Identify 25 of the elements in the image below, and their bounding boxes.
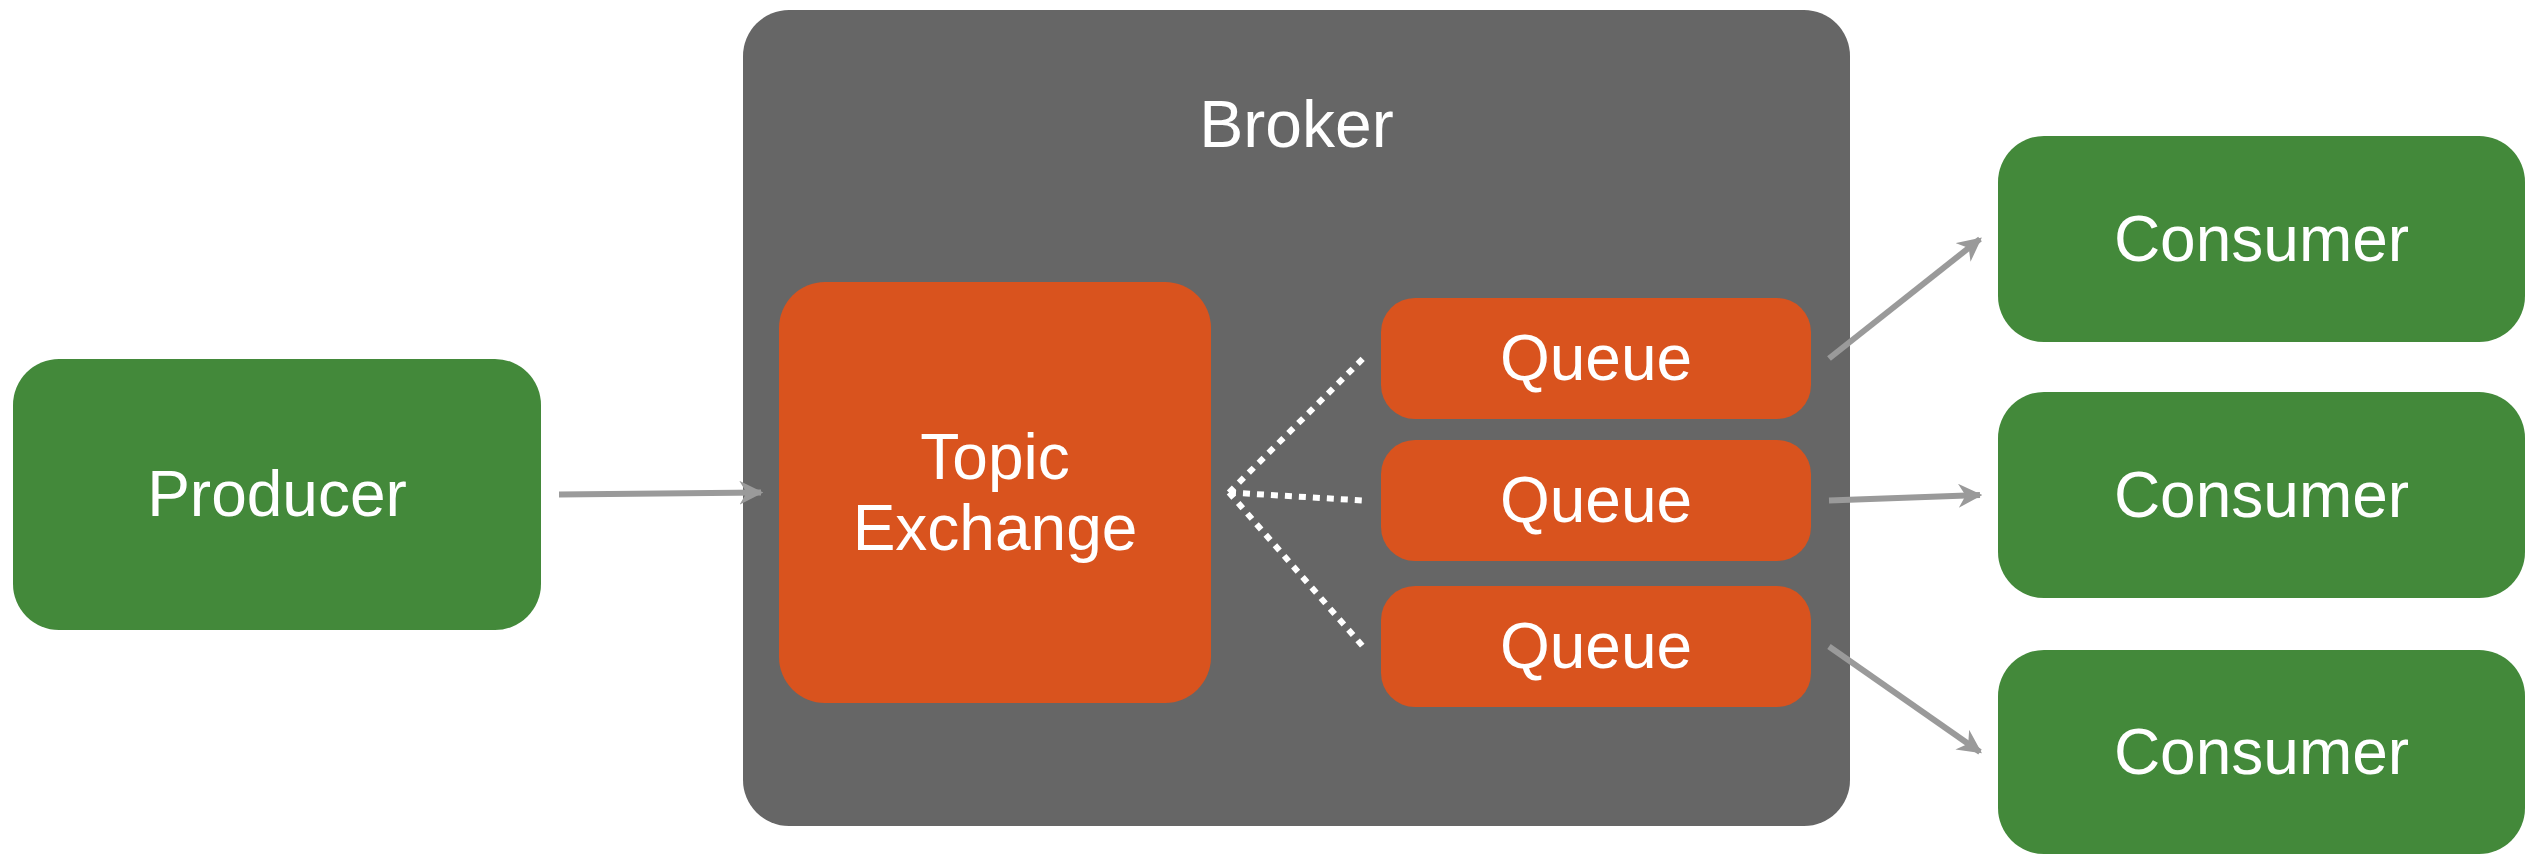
dotted-link (1226, 356, 1366, 495)
queue-box (1381, 586, 1811, 707)
broker-panel (743, 10, 1850, 826)
consumer-box (1998, 136, 2525, 342)
node-label: Topic Exchange (851, 422, 1139, 563)
queue-box (1381, 298, 1811, 419)
producer-box (13, 359, 541, 630)
consumer-box (1998, 650, 2525, 854)
node-label: Queue (1499, 465, 1693, 536)
queue-box (1381, 440, 1811, 561)
arrow (1827, 236, 1982, 361)
node-label: Producer (147, 459, 407, 530)
node-label: Queue (1499, 323, 1693, 394)
node-label: Consumer (2113, 716, 2410, 788)
arrow (558, 480, 764, 505)
dotted-link (1228, 489, 1364, 504)
exchange-box (779, 282, 1211, 703)
arrow (1827, 644, 1982, 755)
node-label: Consumer (2113, 203, 2410, 275)
node-label: Broker (1199, 88, 1394, 161)
node-label: Queue (1499, 611, 1693, 682)
arrow (1828, 483, 1983, 508)
dotted-link (1226, 490, 1366, 649)
consumer-box (1998, 392, 2525, 598)
node-label: Consumer (2113, 459, 2410, 531)
